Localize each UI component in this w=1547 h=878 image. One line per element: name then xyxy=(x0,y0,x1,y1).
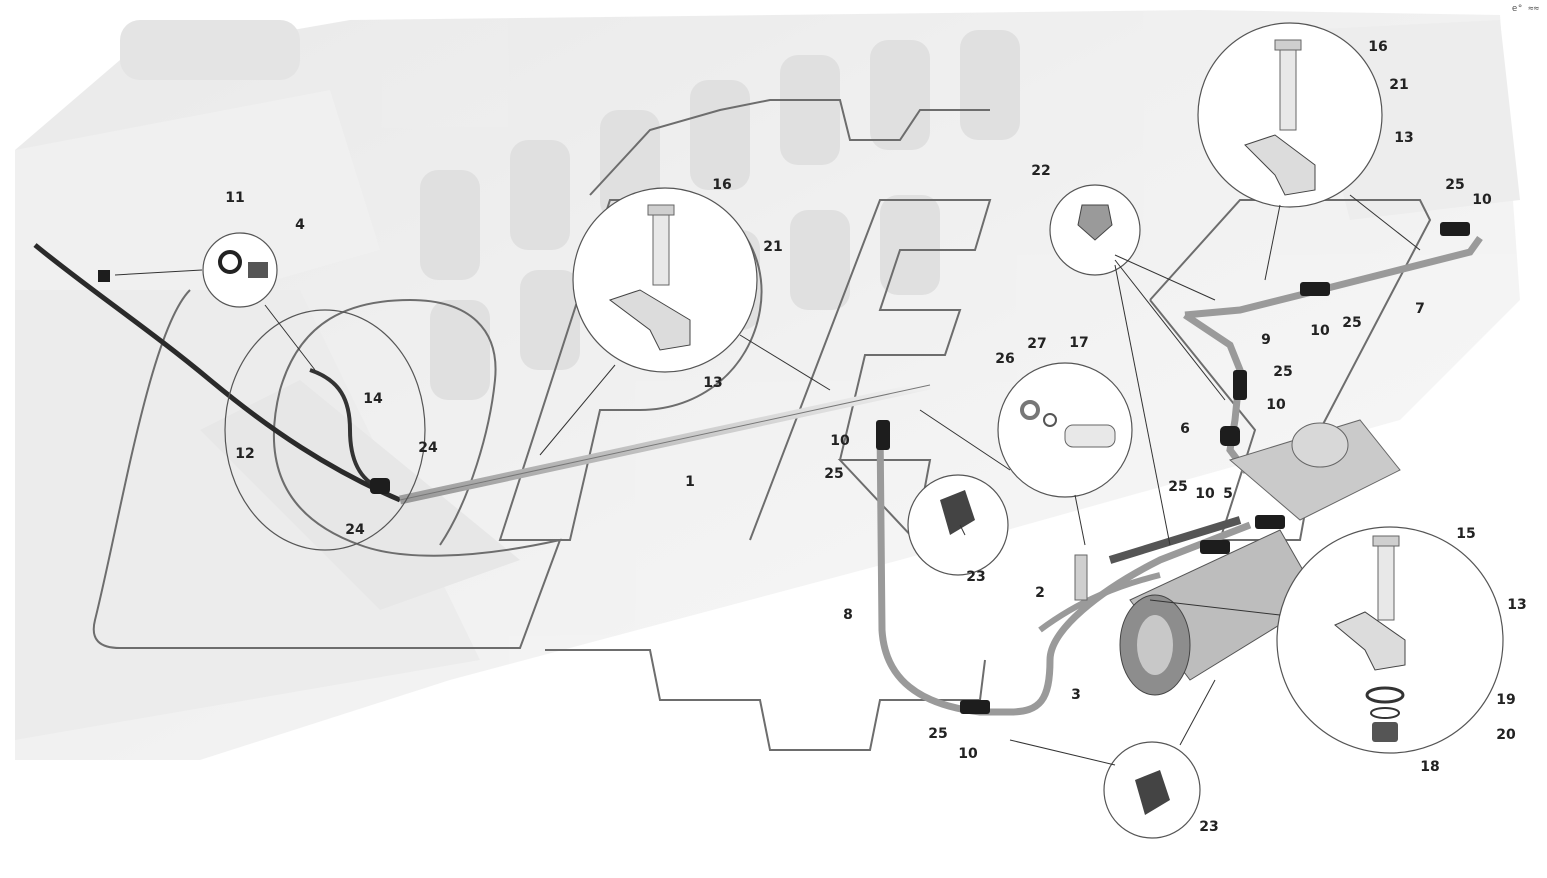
callout-label-c14: 14 xyxy=(363,391,383,407)
valve-icon xyxy=(1135,770,1170,815)
leader-lines xyxy=(114,194,1421,766)
callout-label-c21b: 21 xyxy=(1389,77,1408,93)
callout-label-c25b: 25 xyxy=(928,726,947,742)
callout-label-c6: 6 xyxy=(1180,421,1190,437)
callout-label-c9: 9 xyxy=(1261,332,1271,348)
clip-icon xyxy=(1244,134,1316,196)
clamp-icon xyxy=(960,700,990,714)
callout-label-c16b: 16 xyxy=(1368,39,1387,55)
callout-label-c13a: 13 xyxy=(703,375,722,391)
callout-label-c25c: 25 xyxy=(1342,315,1361,331)
clamp-icon xyxy=(876,420,890,450)
fuel-lines xyxy=(33,235,1483,716)
clamp-icon xyxy=(1200,540,1230,554)
banjo-fitting-icon xyxy=(370,478,390,494)
callout-label-c10f: 10 xyxy=(1195,486,1215,502)
bolt-icon xyxy=(652,209,670,286)
callout-label-c15: 15 xyxy=(1456,526,1475,542)
callout-label-c19: 19 xyxy=(1496,692,1515,708)
detail-parts xyxy=(218,39,1406,815)
callout-label-c27: 27 xyxy=(1027,336,1046,352)
callout-label-c24b: 24 xyxy=(345,522,365,538)
washer-icon xyxy=(1365,686,1405,704)
callout-label-c25d: 25 xyxy=(1445,177,1464,193)
callout-label-c26: 26 xyxy=(995,351,1014,367)
callout-label-c21a: 21 xyxy=(763,239,782,255)
corner-mark: e° ≈≈ xyxy=(1511,4,1539,14)
clamp-icon xyxy=(1440,222,1470,236)
spring-washer-icon xyxy=(1370,707,1400,719)
callout-label-c25f: 25 xyxy=(1168,479,1187,495)
callout-label-c2: 2 xyxy=(1035,585,1045,601)
nut-icon xyxy=(98,270,110,282)
valve-icon xyxy=(940,490,975,535)
callout-label-c7: 7 xyxy=(1415,301,1425,317)
callout-label-c8: 8 xyxy=(843,607,853,623)
bolt-icon xyxy=(1279,44,1297,131)
callout-label-c11: 11 xyxy=(225,190,244,206)
callout-label-c12: 12 xyxy=(235,446,254,462)
callout-label-c24a: 24 xyxy=(418,440,438,456)
callout-label-c13b: 13 xyxy=(1394,130,1413,146)
callout-label-c16a: 16 xyxy=(712,177,731,193)
callout-label-c18: 18 xyxy=(1420,759,1439,775)
clamp-icon xyxy=(1300,282,1330,296)
callout-label-c23b: 23 xyxy=(1199,819,1218,835)
clip-icon xyxy=(608,289,691,351)
clamp-icon xyxy=(1233,370,1247,400)
fitting-icon xyxy=(248,262,268,278)
bolt-icon xyxy=(1064,424,1116,448)
callout-label-c22: 22 xyxy=(1031,163,1050,179)
callout-label-c25e: 25 xyxy=(1273,364,1292,380)
filter-assembly xyxy=(1074,419,1401,696)
tee-fitting-icon xyxy=(1220,426,1240,446)
callout-label-c10d: 10 xyxy=(1472,192,1492,208)
callout-label-c13c: 13 xyxy=(1507,597,1526,613)
callout-label-c10b: 10 xyxy=(958,746,978,762)
callout-labels: 1234567891010101010101112131313141516161… xyxy=(225,39,1526,835)
washer-icon xyxy=(218,250,242,274)
clamps xyxy=(98,222,1470,714)
callout-label-c3: 3 xyxy=(1071,687,1081,703)
callout-label-c10e: 10 xyxy=(1266,397,1286,413)
washer-icon xyxy=(1020,400,1040,420)
callout-label-c17: 17 xyxy=(1069,335,1088,351)
clamp-icon xyxy=(1255,515,1285,529)
bolt-icon xyxy=(1377,539,1395,621)
callout-label-c25a: 25 xyxy=(824,466,843,482)
clip-icon xyxy=(1334,611,1406,671)
callout-label-c10a: 10 xyxy=(830,433,850,449)
callout-label-c4: 4 xyxy=(295,217,305,233)
callout-label-c20: 20 xyxy=(1496,727,1516,743)
callout-label-c5: 5 xyxy=(1223,486,1233,502)
plug-icon xyxy=(1077,204,1113,241)
nut-icon xyxy=(1372,722,1398,742)
callout-label-c23a: 23 xyxy=(966,569,985,585)
callout-label-c1: 1 xyxy=(685,474,695,490)
callout-label-c10c: 10 xyxy=(1310,323,1330,339)
